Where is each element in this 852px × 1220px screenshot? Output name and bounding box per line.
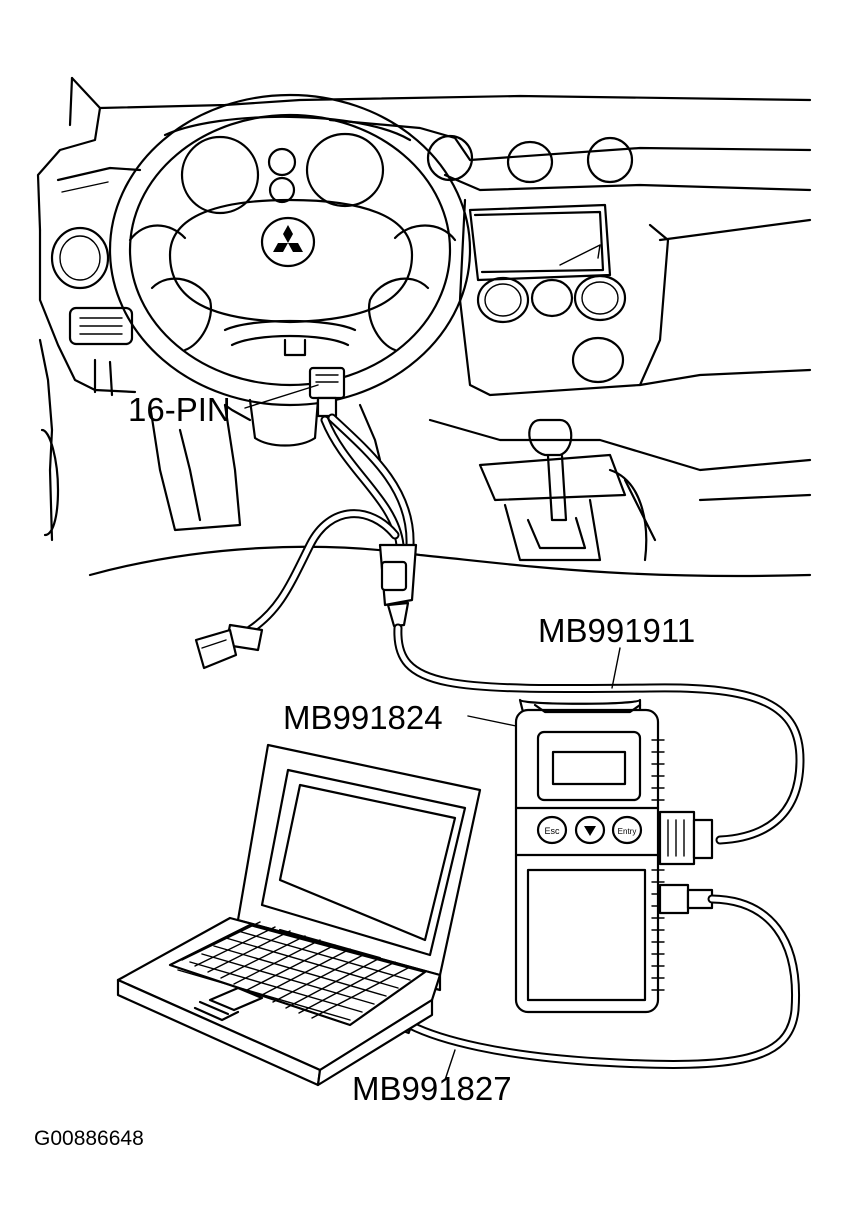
mitsubishi-logo-icon [260,216,316,268]
diagnostic-cable [194,366,805,845]
usb-cable-label: MB991827 [352,1070,512,1107]
keyboard [177,921,411,1021]
enter-button-label: Entry [618,827,637,836]
callout-lines [244,384,621,1081]
interface-label: MB991824 [283,699,443,736]
esc-button-label: Esc [544,826,560,836]
connector-label: 16-PIN [128,391,231,428]
steering-wheel [108,93,472,407]
laptop [116,743,482,1087]
cable-label: MB991911 [538,612,695,649]
car-interior [36,76,812,578]
interface-device: Esc Entry [514,698,714,1014]
figure-id: G00886648 [34,1127,144,1150]
down-arrow-icon [584,826,596,836]
device-button-row: Esc Entry [536,815,643,845]
